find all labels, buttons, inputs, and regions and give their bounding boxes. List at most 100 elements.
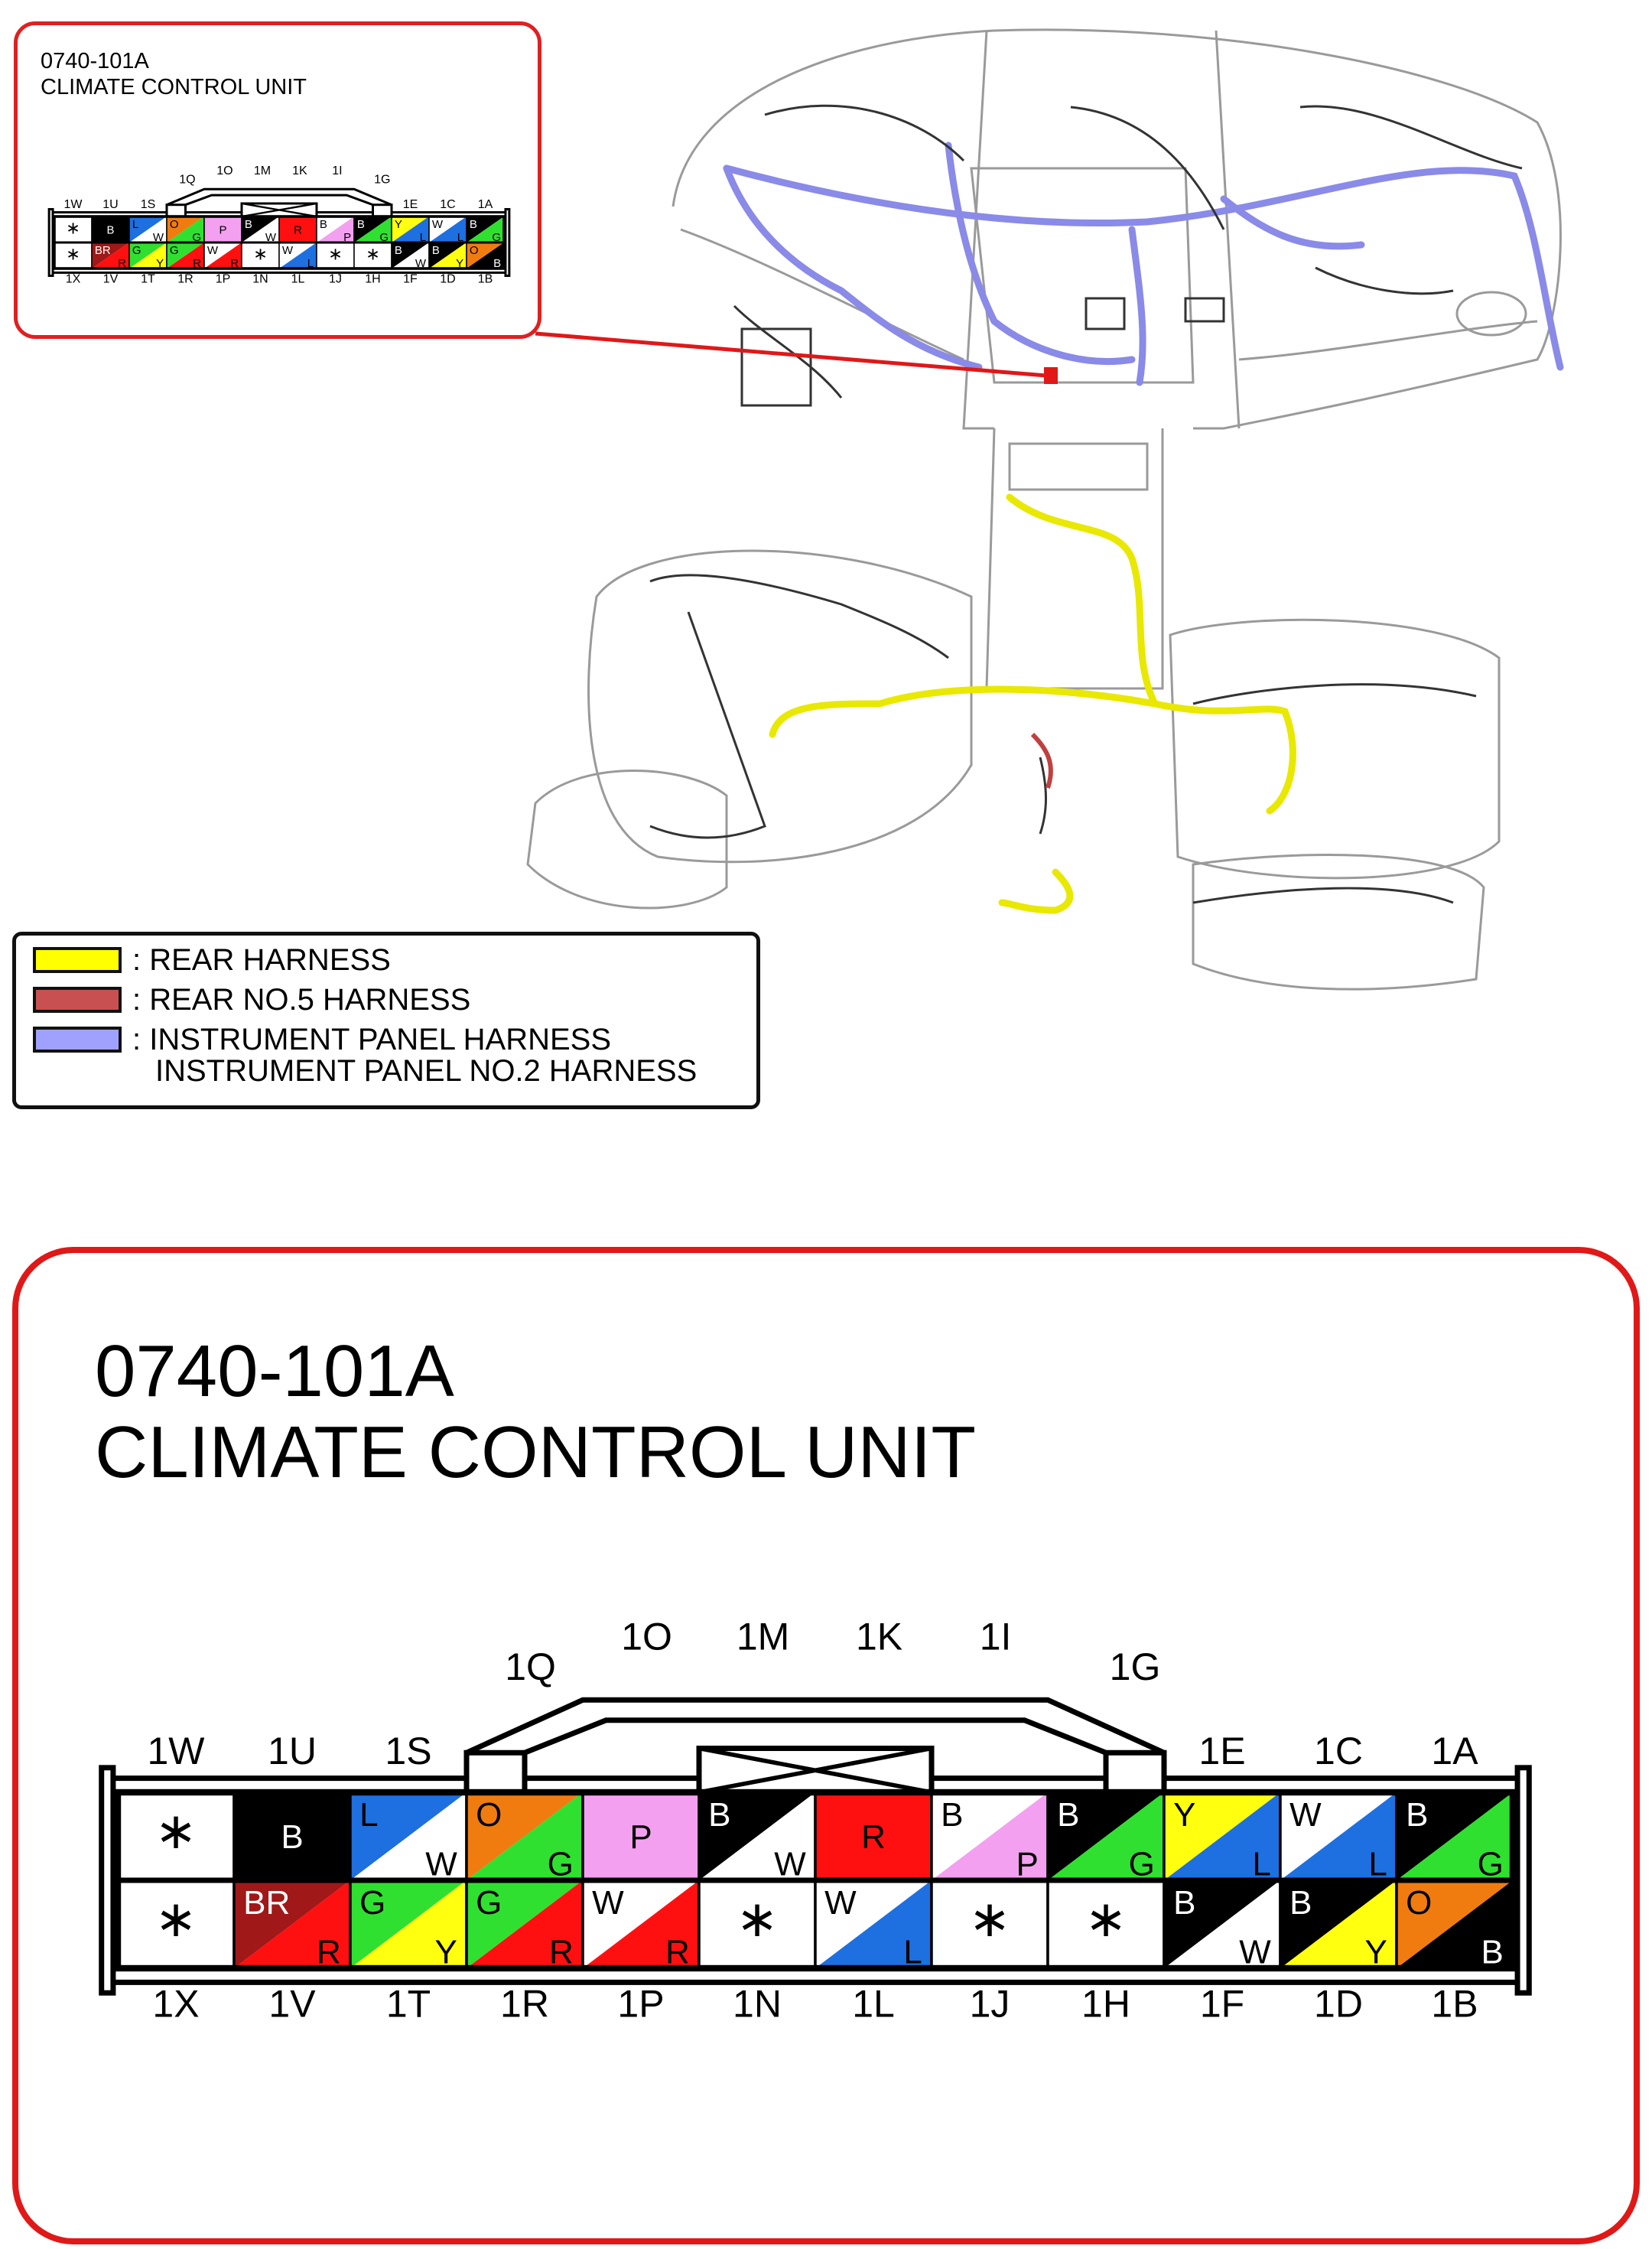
connector-end-tab	[47, 207, 54, 278]
connector-pin-lower: WL	[278, 242, 317, 270]
wire-stripe-code: G	[1478, 1845, 1504, 1883]
pin-fill-stripe	[167, 242, 204, 269]
wire-stripe-code: B	[493, 257, 501, 270]
legend-extra-line: INSTRUMENT PANEL NO.2 HARNESS	[155, 1054, 698, 1088]
unused-pin-star: ∗	[253, 244, 268, 263]
latch-post	[372, 203, 393, 218]
latch-post	[165, 203, 187, 218]
pin-label: 1Q	[505, 1645, 556, 1688]
pin-fill	[54, 242, 92, 269]
wire-color-code: G	[359, 1884, 385, 1922]
wire-stripe-code: R	[230, 257, 239, 270]
pin-label: 1X	[66, 273, 81, 286]
unused-pin-star: ∗	[1085, 1890, 1127, 1947]
connector-pin-upper: BW	[241, 216, 280, 244]
connector-pin-upper: BG	[1046, 1791, 1166, 1883]
connector-pin-upper: BG	[466, 216, 505, 244]
connector-pin-upper: B	[233, 1791, 352, 1882]
unused-pin-star: ∗	[154, 1802, 197, 1859]
connector-pin-lower: GR	[465, 1879, 584, 1971]
pin-label: 1U	[102, 198, 118, 211]
wire-stripe-code: R	[193, 257, 201, 270]
wire-color-code: Y	[395, 218, 402, 231]
pin-label: 1W	[64, 198, 83, 211]
connector-end-tab	[99, 1765, 116, 1996]
pin-label: 1P	[216, 273, 231, 286]
connector-pin-lower: ∗	[698, 1879, 817, 1970]
pin-label: 1P	[617, 1982, 664, 2025]
pin-fill	[699, 1880, 815, 1968]
pin-fill	[279, 216, 317, 242]
wire-color-code: BR	[243, 1884, 290, 1922]
connector-pin-upper: WL	[1279, 1791, 1398, 1883]
connector-pin-lower: GR	[166, 242, 205, 270]
pin-label: 1Q	[179, 173, 195, 186]
connector-pinout-diagram: ∗BLWOGPBWRBPBGYLWLBG∗BRRGYGRWR∗WL∗∗BWBYO…	[99, 1616, 1532, 2025]
pin-label: 1N	[733, 1982, 782, 2025]
pin-label: 1C	[1314, 1730, 1363, 1772]
wire-color-code: W	[282, 244, 294, 257]
connector-pin-upper: BP	[930, 1791, 1049, 1883]
connector-pin-lower: BRR	[91, 242, 130, 270]
pin-label: 1J	[329, 273, 342, 286]
wire-stripe-code: L	[420, 231, 426, 244]
pin-fill-stripe	[92, 242, 129, 269]
connector-pin-lower: GY	[349, 1879, 468, 1971]
wire-stripe-code: B	[1481, 1933, 1503, 1971]
pin-label: 1X	[152, 1982, 199, 2025]
connector-pin-upper: BG	[1395, 1791, 1514, 1883]
wire-stripe-code: L	[457, 231, 463, 244]
pin-label: 1G	[374, 173, 390, 186]
pin-label: 1T	[141, 273, 155, 286]
latch-post	[1103, 1749, 1167, 1795]
connector-pin-upper: YL	[391, 216, 430, 244]
pin-label: 1J	[970, 1982, 1010, 2025]
wire-stripe-code: W	[774, 1845, 806, 1883]
connector-part-number: 0740-101A	[95, 1330, 454, 1412]
wire-color-code: B	[1173, 1884, 1195, 1922]
pin-fill	[92, 216, 129, 242]
pin-label: 1R	[177, 273, 193, 286]
wire-stripe-code: G	[1129, 1845, 1155, 1883]
pin-fill-stripe	[1164, 1792, 1280, 1880]
pin-label: 1D	[440, 273, 455, 286]
connector-pin-lower: ∗	[54, 242, 93, 269]
pin-label: 1I	[980, 1616, 1012, 1658]
inset-part-number: 0740-101A	[41, 49, 149, 73]
wire-color-code: W	[432, 218, 444, 231]
wire-color-code: B	[320, 218, 327, 231]
wire-color-code: L	[132, 218, 138, 231]
connector-pin-lower: ∗	[1046, 1879, 1166, 1970]
inset-connector-name: CLIMATE CONTROL UNIT	[41, 75, 307, 99]
connector-pin-upper: R	[814, 1791, 933, 1882]
latch-arm	[523, 1717, 1107, 1756]
wire-stripe-code: L	[1252, 1845, 1270, 1883]
connector-pin-lower: BW	[1163, 1879, 1282, 1971]
pin-label: 1F	[403, 273, 418, 286]
pin-fill-stripe	[932, 1792, 1048, 1880]
pin-label: 1W	[148, 1730, 206, 1772]
pin-label: 1U	[268, 1730, 317, 1772]
unused-pin-star: ∗	[66, 244, 80, 263]
connector-pin-upper: OG	[166, 216, 205, 244]
connector-title: 0740-101A CLIMATE CONTROL UNIT	[95, 1331, 976, 1493]
pin-fill-stripe	[350, 1880, 467, 1968]
wire-stripe-code: W	[153, 231, 164, 244]
inset-title: 0740-101A CLIMATE CONTROL UNIT	[41, 48, 307, 100]
wire-color-code: O	[476, 1796, 502, 1834]
connector-end-tab	[504, 207, 511, 278]
wire-stripe-code: Y	[434, 1933, 457, 1971]
pin-label: 1H	[365, 273, 380, 286]
unused-pin-star: ∗	[366, 244, 380, 263]
pin-label: 1F	[1200, 1982, 1244, 2025]
pin-fill-stripe	[467, 1792, 583, 1880]
wire-color-code: B	[708, 1796, 730, 1834]
latch-arm	[465, 1697, 1166, 1756]
wire-color-code: B	[470, 218, 477, 231]
legend-label: : REAR NO.5 HARNESS	[132, 983, 471, 1017]
legend-item-rear-harness: : REAR HARNESS	[33, 943, 391, 977]
pin-fill-stripe	[354, 216, 392, 242]
connector-end-tab	[1514, 1765, 1532, 1996]
connector-pin-upper: ∗	[54, 216, 93, 243]
pin-label: 1K	[856, 1616, 902, 1658]
